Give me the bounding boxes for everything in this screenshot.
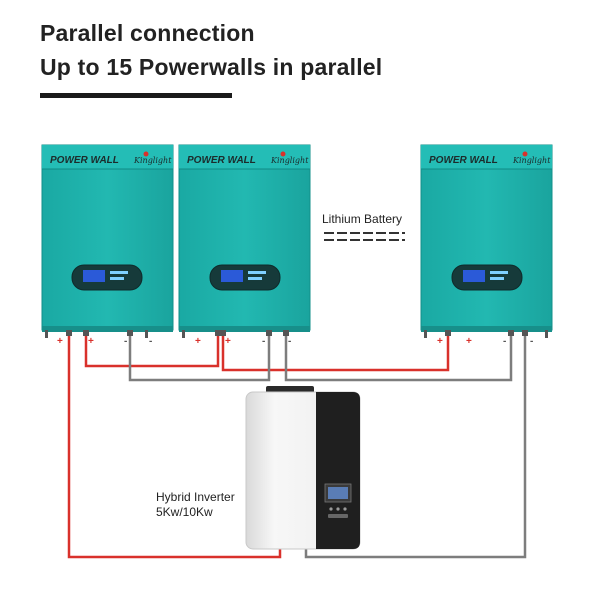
battery-1-brand: POWER WALL xyxy=(50,155,119,166)
inverter-power-label: 5Kw/10Kw xyxy=(156,505,213,519)
battery-3-logo: Kinglight xyxy=(512,156,551,165)
wire-negative-inverter xyxy=(304,334,527,559)
battery-3-brand: POWER WALL xyxy=(429,155,498,166)
terminal-plus: + xyxy=(88,336,94,347)
wire-negative-b1-b2 xyxy=(128,334,271,382)
battery-1-logo: Kinglight xyxy=(133,156,172,165)
terminal-minus: - xyxy=(503,336,506,347)
terminal-minus: - xyxy=(124,336,127,347)
wire-negative-b2-b3 xyxy=(284,334,513,382)
battery-unit-2 xyxy=(178,144,311,332)
battery-unit-1 xyxy=(41,144,174,332)
wire-positive-b2-b3 xyxy=(221,334,450,372)
terminal-minus: - xyxy=(530,336,533,347)
battery-2-logo: Kinglight xyxy=(270,156,309,165)
heading-line1: Parallel connection xyxy=(40,20,255,46)
logo-dots xyxy=(143,151,528,157)
terminal-plus: + xyxy=(437,336,443,347)
wire-positive-b1-b2 xyxy=(84,334,220,368)
terminal-minus: - xyxy=(149,336,152,347)
terminal-plus: + xyxy=(225,336,231,347)
battery-2-brand: POWER WALL xyxy=(187,155,256,166)
battery-unit-3 xyxy=(420,144,553,332)
wiring xyxy=(67,334,527,559)
inverter-label: Hybrid Inverter xyxy=(156,490,235,504)
hybrid-inverter xyxy=(245,386,361,550)
terminal-plus: + xyxy=(57,336,63,347)
heading-line2: Up to 15 Powerwalls in parallel xyxy=(40,54,383,80)
wire-positive-inverter xyxy=(67,334,282,559)
heading-underline xyxy=(40,93,232,98)
terminal-posts xyxy=(45,330,548,338)
terminal-plus: + xyxy=(195,336,201,347)
terminal-minus: - xyxy=(288,336,291,347)
terminal-minus: - xyxy=(262,336,265,347)
lithium-battery-label: Lithium Battery xyxy=(322,212,403,226)
more-units-dashes xyxy=(324,232,405,241)
terminal-plus: + xyxy=(466,336,472,347)
